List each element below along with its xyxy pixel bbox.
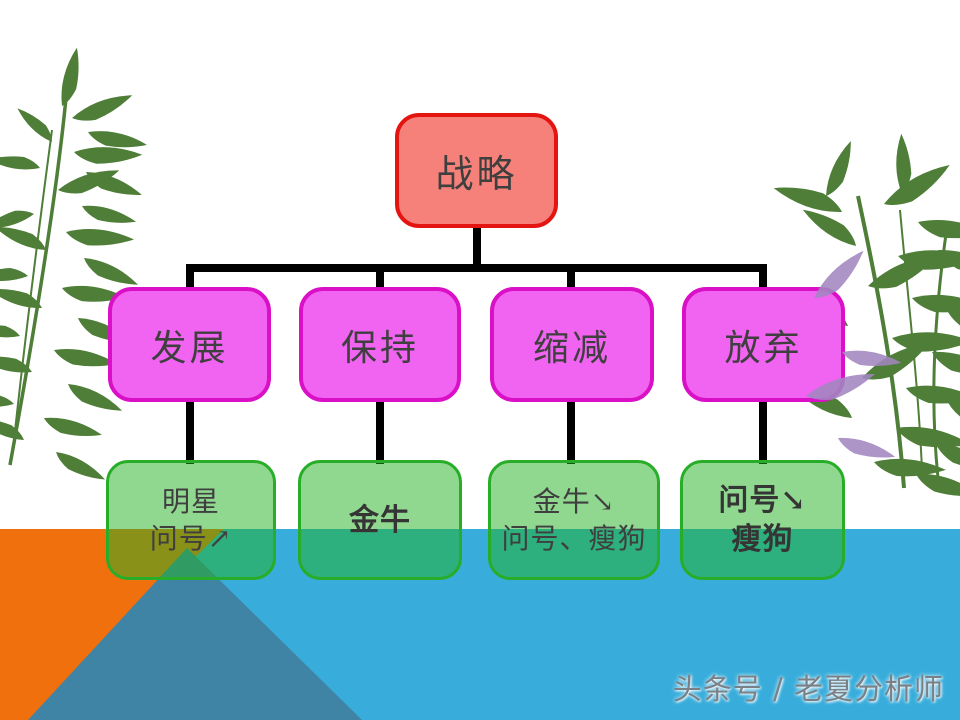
node-abandon: 放弃 xyxy=(682,287,845,402)
node-develop-label: 发展 xyxy=(150,327,229,369)
node-strategy-label: 战略 xyxy=(435,152,518,196)
node-cashcow-decline-line1: 金牛↘ xyxy=(532,485,616,518)
watermark-text: 头条号 / 老夏分析师 xyxy=(672,672,944,706)
node-develop: 发展 xyxy=(108,287,271,402)
node-maintain-label: 保持 xyxy=(340,327,419,369)
node-maintain: 保持 xyxy=(299,287,461,402)
node-question-dog: 问号↘ 瘦狗 xyxy=(680,460,845,580)
node-strategy: 战略 xyxy=(395,113,558,228)
node-cashcow-decline: 金牛↘ 问号、瘦狗 xyxy=(488,460,660,580)
node-abandon-label: 放弃 xyxy=(724,327,803,369)
node-reduce-label: 缩减 xyxy=(532,327,611,369)
node-star-question: 明星 问号↗ xyxy=(106,460,276,580)
bamboo-left-icon xyxy=(0,46,148,490)
node-star-question-line1: 明星 xyxy=(161,485,220,518)
connector-path xyxy=(186,224,767,464)
node-question-dog-line1: 问号↘ xyxy=(718,483,807,518)
node-cashcow-line1: 金牛 xyxy=(349,502,411,538)
node-star-question-line2: 问号↗ xyxy=(149,522,233,555)
node-cashcow: 金牛 xyxy=(298,460,462,580)
node-question-dog-line2: 瘦狗 xyxy=(731,522,794,557)
node-reduce: 缩减 xyxy=(490,287,654,402)
node-cashcow-decline-line2: 问号、瘦狗 xyxy=(501,522,647,555)
